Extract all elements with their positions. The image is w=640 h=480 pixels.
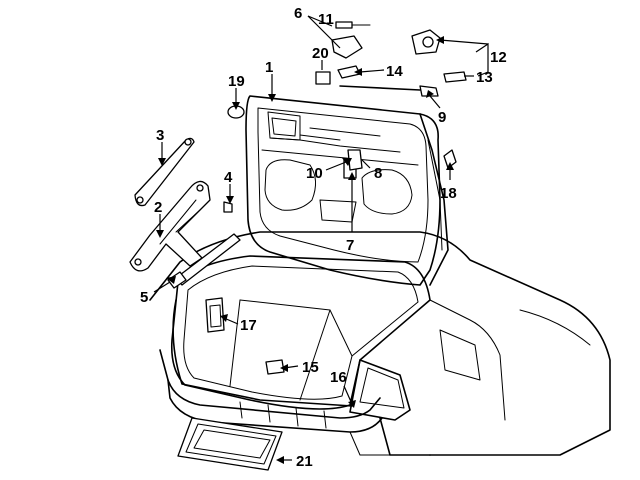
callout-12: 12 bbox=[490, 49, 507, 66]
callout-21: 21 bbox=[296, 453, 313, 470]
callout-8: 8 bbox=[374, 165, 382, 182]
weatherstrip-part bbox=[172, 299, 353, 407]
lift-strut-part bbox=[167, 233, 241, 289]
callout-17: 17 bbox=[240, 317, 257, 334]
callout-18: 18 bbox=[440, 185, 457, 202]
striker-part bbox=[331, 21, 371, 59]
callout-4: 4 bbox=[224, 169, 233, 186]
callout-19: 19 bbox=[228, 73, 245, 90]
callout-13: 13 bbox=[476, 69, 493, 86]
bracket-part bbox=[443, 149, 457, 169]
callout-7: 7 bbox=[346, 237, 354, 254]
callout-1: 1 bbox=[265, 59, 273, 76]
callout-6: 6 bbox=[294, 5, 302, 22]
callout-2: 2 bbox=[154, 199, 162, 216]
callout-9: 9 bbox=[438, 109, 446, 126]
hinge-assembly-part bbox=[129, 180, 211, 272]
latch-part bbox=[347, 149, 363, 171]
release-rod-part bbox=[337, 65, 439, 97]
callout-15: 15 bbox=[302, 359, 319, 376]
callout-20: 20 bbox=[312, 45, 329, 62]
hinge-bolt-part bbox=[223, 201, 233, 213]
callout-5: 5 bbox=[140, 289, 148, 306]
callout-10: 10 bbox=[306, 165, 323, 182]
lock-actuator-part bbox=[411, 29, 467, 83]
callout-14: 14 bbox=[386, 63, 403, 80]
trunk-lid bbox=[245, 95, 449, 286]
callout-16: 16 bbox=[330, 369, 347, 386]
trim-panel-part bbox=[177, 417, 283, 471]
callout-labels: 1 2 3 4 5 6 7 8 9 10 11 12 13 14 15 16 1… bbox=[140, 5, 507, 470]
callout-11: 11 bbox=[318, 11, 334, 28]
bumper-stop-part bbox=[315, 71, 331, 85]
hinge-arm-part bbox=[134, 137, 195, 207]
trunk-striker-part bbox=[265, 359, 285, 375]
pull-handle-part bbox=[205, 297, 225, 333]
callout-3: 3 bbox=[156, 127, 164, 144]
leader-lines bbox=[153, 15, 489, 464]
